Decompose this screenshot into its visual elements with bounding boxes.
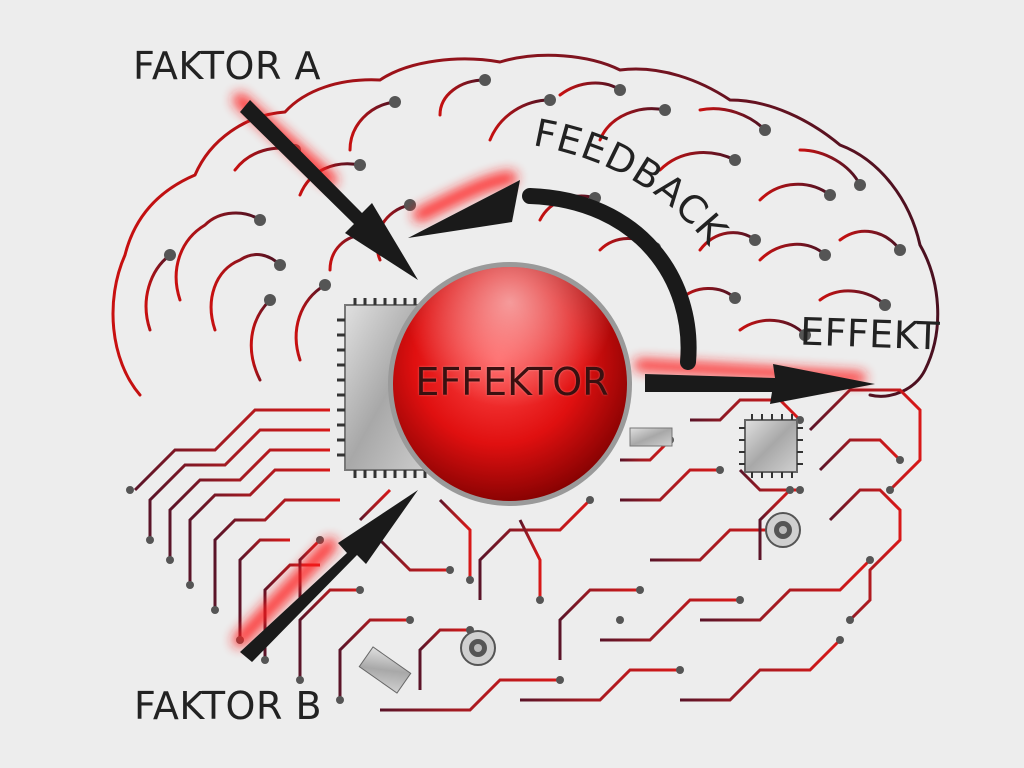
arrow-faktor-b xyxy=(240,490,418,662)
arrow-faktor-a xyxy=(240,100,418,280)
capacitor-bottom xyxy=(460,630,496,666)
chip-small xyxy=(739,414,803,478)
faktor-b-label: FAKTOR B xyxy=(134,684,323,728)
brain-outline xyxy=(111,53,940,398)
effekt-label: EFFEKT xyxy=(799,309,941,359)
capacitor-right xyxy=(765,512,801,548)
effektor-sphere xyxy=(388,262,632,506)
resistor-component xyxy=(629,427,673,447)
faktor-a-label: FAKTOR A xyxy=(133,44,321,88)
circuit-traces xyxy=(128,388,922,712)
connector-component xyxy=(358,646,412,694)
effektor-label: EFFEKTOR xyxy=(415,360,609,404)
arrow-effekt xyxy=(645,364,875,404)
arrow-feedback xyxy=(408,180,697,370)
